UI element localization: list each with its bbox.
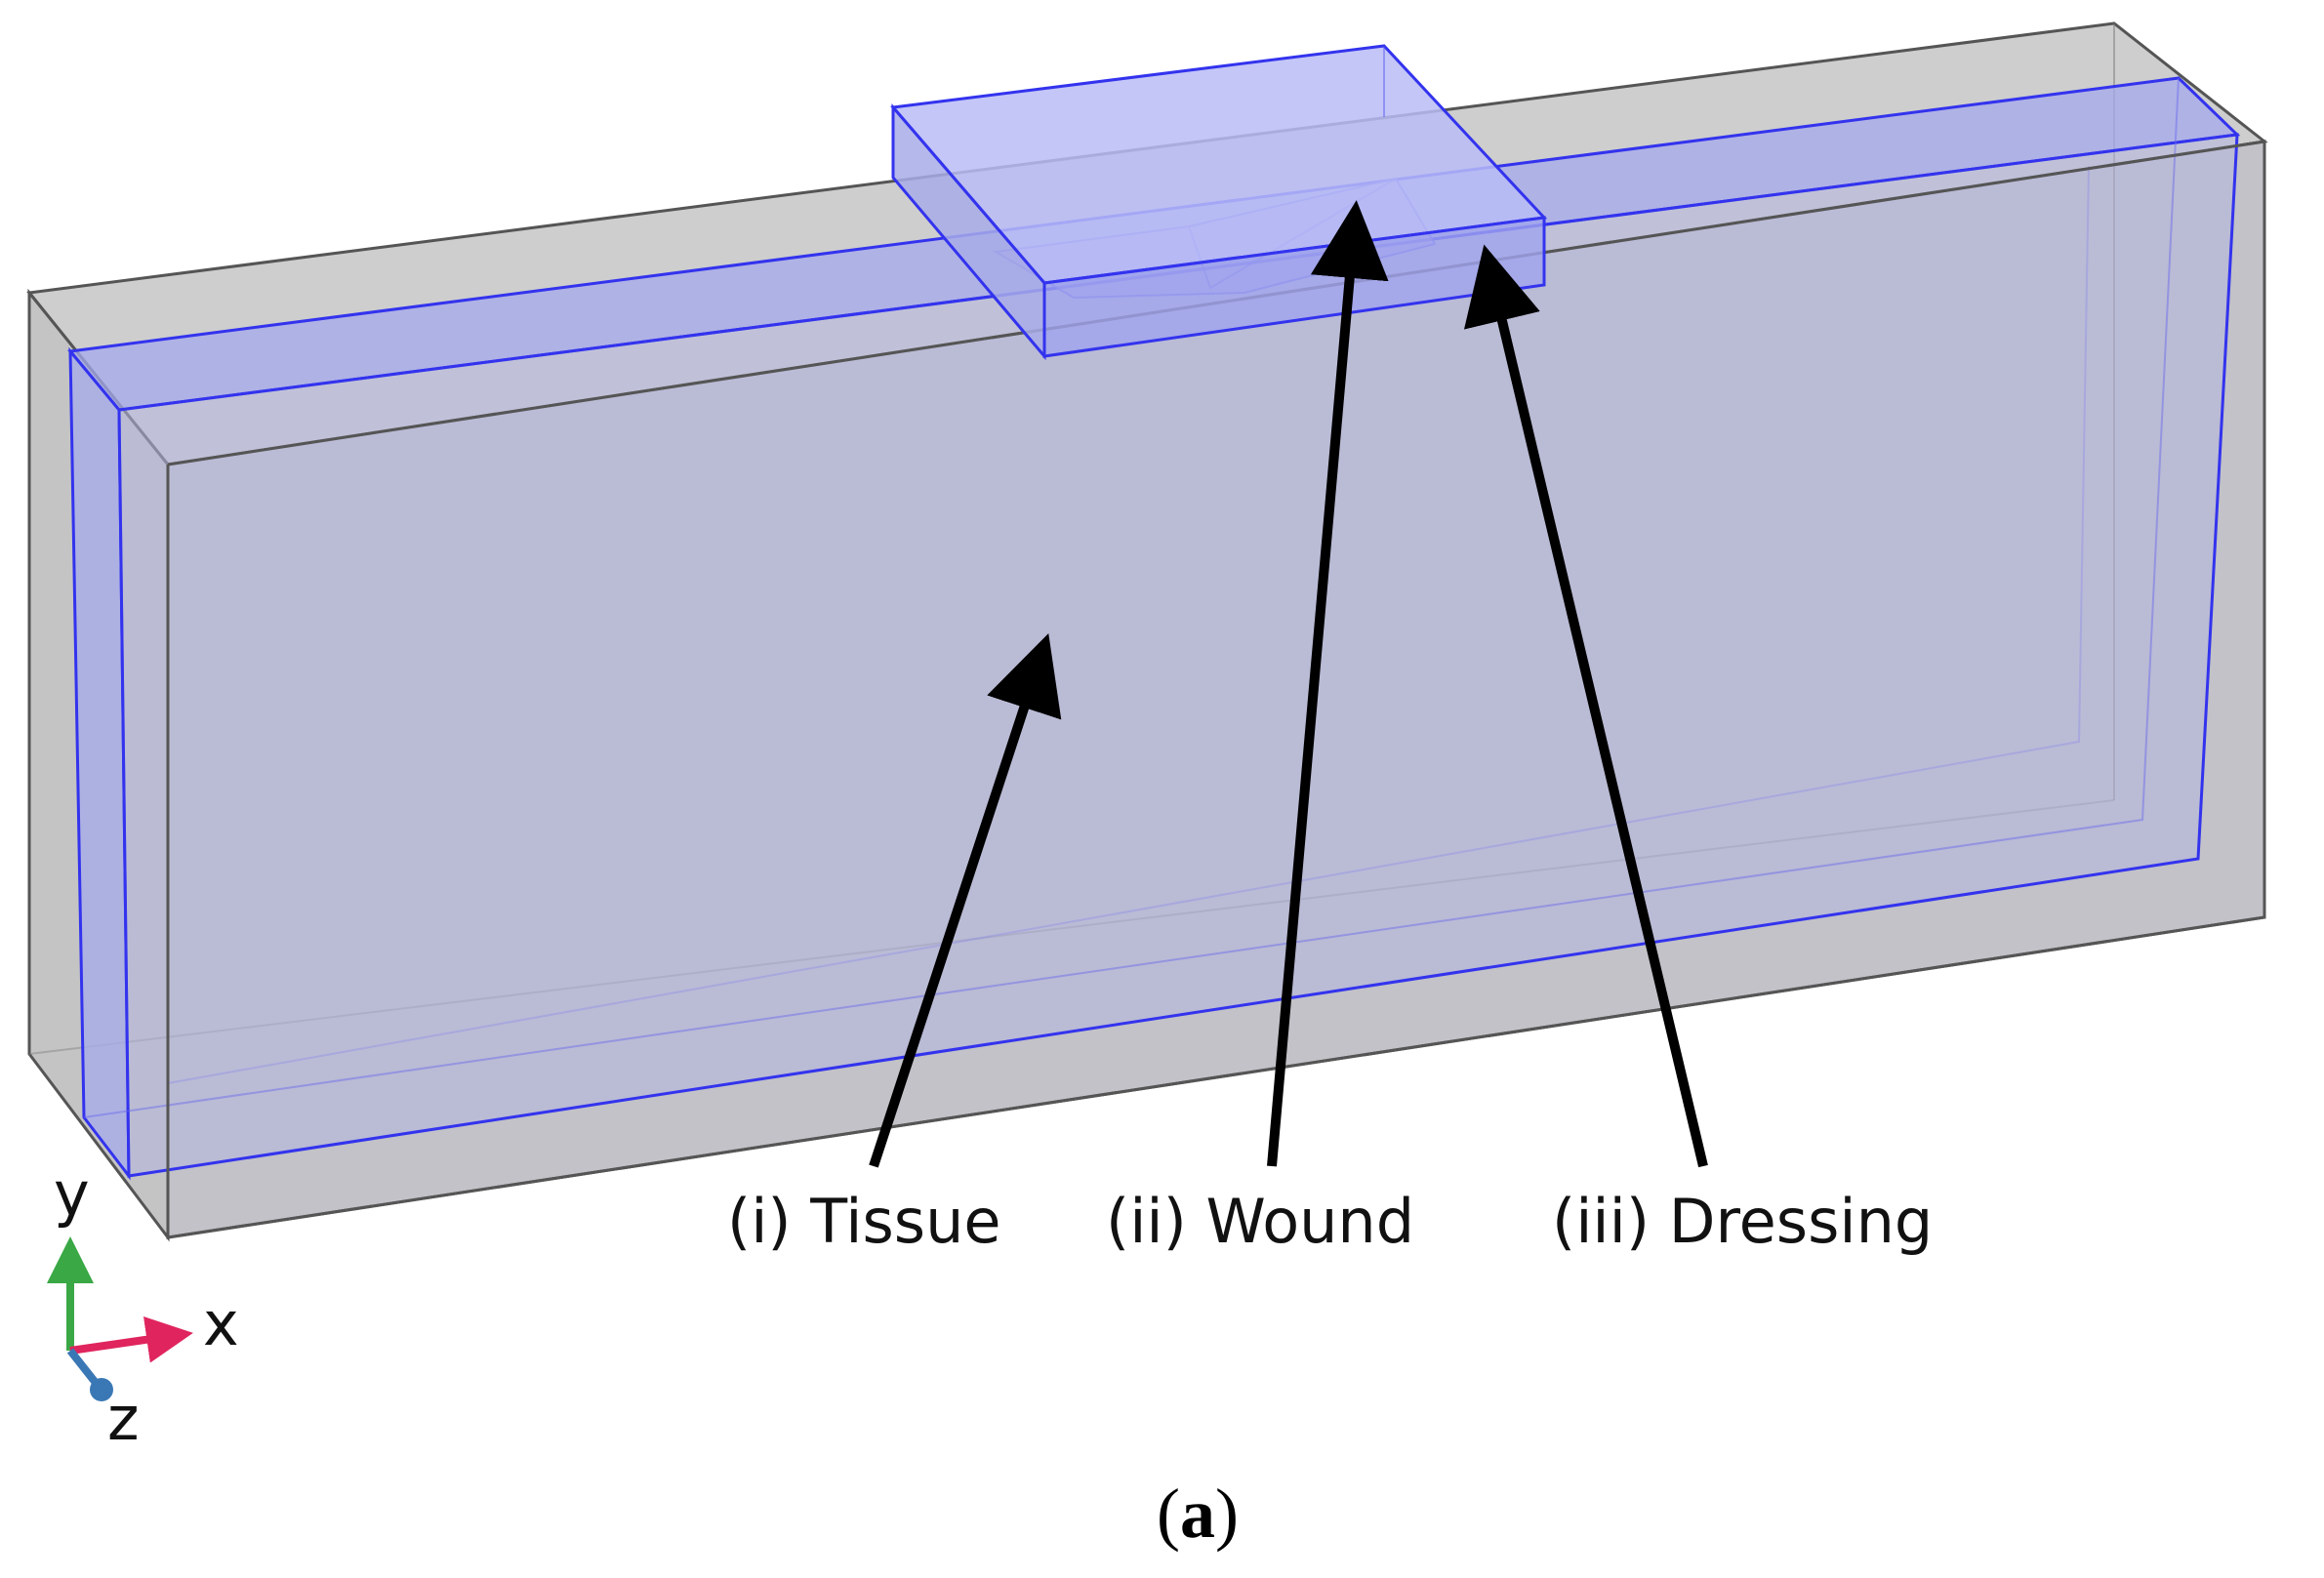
x-axis-arrow: [69, 1315, 193, 1363]
z-axis-label: z: [107, 1383, 140, 1454]
panel-label-close: ): [1215, 1475, 1239, 1553]
inner-volume-far-edges: [167, 165, 2090, 1084]
outer-box-front-outline: [166, 140, 2266, 1239]
inner-volume-back-edges: [83, 77, 2180, 1118]
z-axis-dot: [90, 1378, 113, 1401]
tissue-label: (i) Tissue: [727, 1186, 1001, 1257]
pointer-arrows: [869, 200, 1708, 1168]
dressing-label: (iii) Dressing: [1552, 1186, 1933, 1257]
wound-arrow: [1267, 200, 1389, 1167]
wound-label: (ii) Wound: [1106, 1186, 1414, 1257]
axis-triad: y x z: [47, 1158, 239, 1454]
panel-label: (a): [1157, 1475, 1239, 1553]
inner-blue-volume: [67, 76, 2241, 1181]
panel-label-letter: a: [1180, 1475, 1215, 1553]
x-axis-label: x: [203, 1288, 239, 1359]
y-axis-label: y: [54, 1158, 90, 1230]
tissue-arrow: [869, 632, 1062, 1168]
dressing-arrow: [1463, 244, 1708, 1168]
panel-label-open: (: [1157, 1475, 1180, 1553]
